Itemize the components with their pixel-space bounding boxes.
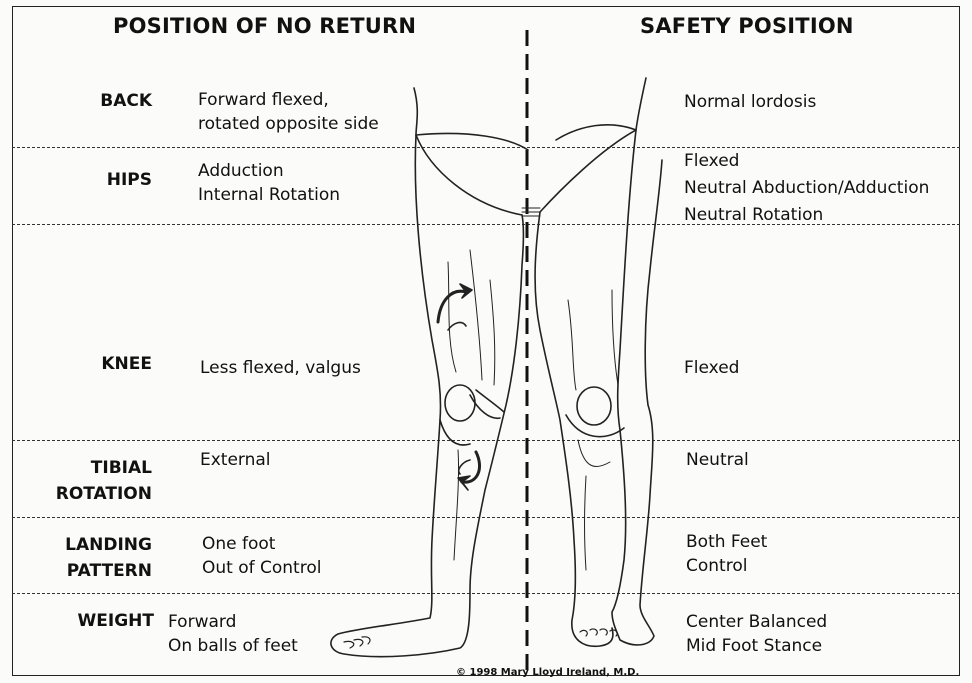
safety-back: Normal lordosis bbox=[684, 90, 816, 114]
safety-tibial-rotation: Neutral bbox=[686, 448, 749, 472]
safety-knee: Flexed bbox=[684, 356, 739, 380]
row-label-knee: KNEE bbox=[60, 351, 152, 377]
safety-landing-pattern: Both Feet Control bbox=[686, 530, 767, 578]
no-return-landing-pattern: One foot Out of Control bbox=[202, 532, 321, 580]
no-return-knee: Less flexed, valgus bbox=[200, 356, 361, 380]
no-return-weight: Forward On balls of feet bbox=[168, 610, 298, 658]
row-label-landing-pattern: LANDING PATTERN bbox=[40, 532, 152, 584]
row-label-weight: WEIGHT bbox=[50, 608, 154, 634]
safety-hips: Flexed Neutral Abduction/Adduction Neutr… bbox=[684, 148, 929, 229]
row-label-hips: HIPS bbox=[60, 167, 152, 193]
no-return-back: Forward flexed, rotated opposite side bbox=[198, 88, 379, 136]
right-leg-safety bbox=[535, 78, 662, 646]
copyright-notice: © 1998 Mary Lloyd Ireland, M.D. bbox=[456, 667, 639, 678]
safety-weight: Center Balanced Mid Foot Stance bbox=[686, 610, 827, 658]
no-return-tibial-rotation: External bbox=[200, 448, 271, 472]
row-label-back: BACK bbox=[60, 88, 152, 114]
row-label-tibial-rotation: TIBIAL ROTATION bbox=[40, 455, 152, 507]
no-return-hips: Adduction Internal Rotation bbox=[198, 159, 340, 207]
